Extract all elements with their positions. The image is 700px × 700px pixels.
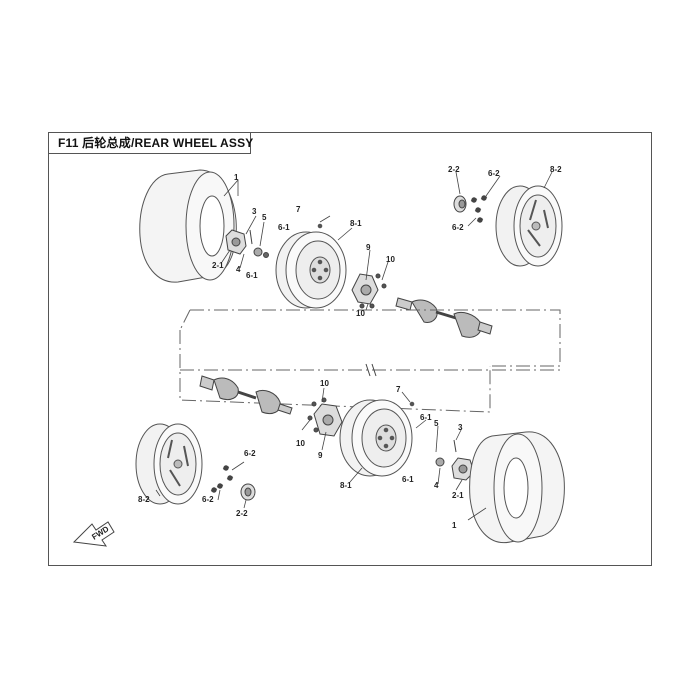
rim-8-1-upper bbox=[275, 223, 347, 309]
callout-1-lower: 1 bbox=[452, 521, 457, 530]
callout-6-1b-lower: 6-1 bbox=[402, 475, 414, 484]
callout-8-1-upper: 8-1 bbox=[350, 219, 362, 228]
callout-8-2-lower: 8-2 bbox=[138, 495, 150, 504]
callout-10b-lower: 10 bbox=[296, 439, 305, 448]
rim-8-2-upper-right bbox=[495, 185, 563, 267]
fwd-arrow-icon: FWD bbox=[72, 521, 115, 547]
callout-6-2-upper: 6-2 bbox=[488, 169, 500, 178]
callout-10-lower: 10 bbox=[320, 379, 329, 388]
callout-2-2-upper: 2-2 bbox=[448, 165, 460, 174]
callout-6-1b-upper: 6-1 bbox=[246, 271, 258, 280]
callout-7-upper: 7 bbox=[296, 205, 301, 214]
drive-shaft-lower bbox=[199, 375, 293, 415]
dashed-axle-box bbox=[179, 309, 561, 413]
callout-2-1-lower: 2-1 bbox=[452, 491, 464, 500]
drive-shaft-upper bbox=[395, 297, 493, 338]
diagram-frame bbox=[48, 132, 652, 566]
callout-3-upper: 3 bbox=[252, 207, 257, 216]
callout-2-1-upper: 2-1 bbox=[212, 261, 224, 270]
callout-10b-upper: 10 bbox=[356, 309, 365, 318]
callout-8-1-lower: 8-1 bbox=[340, 481, 352, 490]
page-title: F11 后轮总成/REAR WHEEL ASSY bbox=[58, 136, 254, 150]
callout-4-upper: 4 bbox=[236, 265, 241, 274]
callout-labels: 1 3 2-1 4 5 6-1 6-1 7 8-1 9 10 10 2-2 6-… bbox=[138, 165, 562, 530]
hub-2-1-upper bbox=[225, 229, 269, 258]
hub-cap-2-2-upper bbox=[453, 195, 488, 223]
callout-6-1-upper: 6-1 bbox=[278, 223, 290, 232]
callout-10-upper: 10 bbox=[386, 255, 395, 264]
tire-upper-left bbox=[139, 169, 237, 283]
leader-lines bbox=[155, 171, 553, 521]
callout-8-2-upper: 8-2 bbox=[550, 165, 562, 174]
callout-1-upper: 1 bbox=[234, 173, 239, 182]
tire-lower-right bbox=[469, 431, 565, 544]
callout-2-2-lower: 2-2 bbox=[236, 509, 248, 518]
hub-9-upper bbox=[351, 273, 387, 309]
callout-7-lower: 7 bbox=[396, 385, 401, 394]
break-marks bbox=[365, 363, 377, 377]
callout-6-1-lower: 6-1 bbox=[420, 413, 432, 422]
callout-5-lower: 5 bbox=[434, 419, 439, 428]
rim-8-1-lower bbox=[339, 399, 415, 477]
hub-9-lower bbox=[307, 397, 343, 437]
callout-9-lower: 9 bbox=[318, 451, 323, 460]
callout-3-lower: 3 bbox=[458, 423, 463, 432]
callout-6-2b-upper: 6-2 bbox=[452, 223, 464, 232]
hub-cap-2-2-lower bbox=[210, 465, 256, 501]
callout-6-2-lower: 6-2 bbox=[244, 449, 256, 458]
callout-6-2b-lower: 6-2 bbox=[202, 495, 214, 504]
rim-8-2-lower-left bbox=[135, 423, 203, 505]
hub-2-1-lower bbox=[435, 439, 475, 481]
title-box bbox=[48, 132, 251, 154]
callout-5-upper: 5 bbox=[262, 213, 267, 222]
callout-9-upper: 9 bbox=[366, 243, 371, 252]
callout-4-lower: 4 bbox=[434, 481, 439, 490]
